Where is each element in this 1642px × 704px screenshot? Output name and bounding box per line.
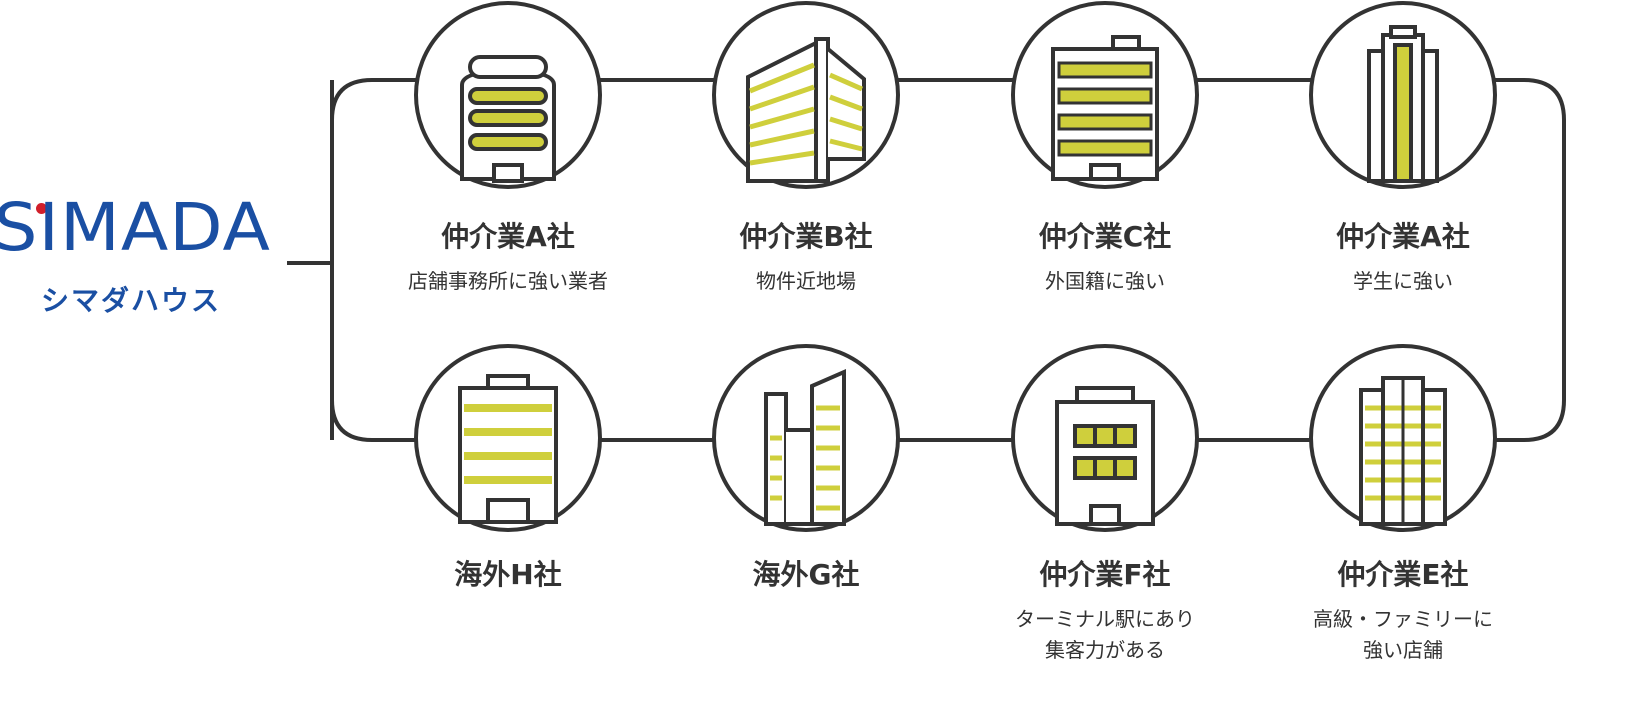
company-node-circle: [712, 1, 900, 189]
stepped-tower-building-icon: [1359, 376, 1447, 526]
company-node-circle: [414, 344, 602, 532]
company-name: 仲介業A社: [1336, 220, 1470, 253]
company-name: 仲介業E社: [1337, 558, 1469, 591]
company-description: ターミナル駅にあり 集客力がある: [1015, 606, 1195, 662]
connector-line: [330, 78, 1566, 442]
twin-tower-building-icon: [764, 368, 846, 526]
company-label: 仲介業F社 ターミナル駅にあり 集客力がある: [955, 558, 1255, 666]
logo-dot: [36, 203, 47, 214]
company-label: 仲介業C社 外国籍に強い: [955, 220, 1255, 297]
company-description: 店舗事務所に強い業者: [408, 268, 608, 293]
company-description: 学生に強い: [1353, 268, 1453, 293]
company-description: 物件近地場: [756, 268, 856, 293]
slim-tower-building-icon: [1367, 25, 1439, 183]
company-label: 仲介業A社 店舗事務所に強い業者: [358, 220, 658, 297]
company-label: 仲介業B社 物件近地場: [656, 220, 956, 297]
company-label: 仲介業E社 高級・ファミリーに 強い店舗: [1253, 558, 1553, 666]
company-label: 海外H社: [358, 558, 658, 604]
company-node-circle: [1011, 344, 1199, 532]
company-name: 仲介業A社: [441, 220, 575, 253]
company-node-circle: [1309, 1, 1497, 189]
curved-office-building-icon: [460, 55, 556, 183]
company-node-circle: [414, 1, 602, 189]
company-node-circle: [1309, 344, 1497, 532]
company-description: 外国籍に強い: [1045, 268, 1165, 293]
block-window-building-icon: [1055, 386, 1155, 526]
logo-mark: SIMADA: [0, 189, 271, 266]
company-name: 仲介業B社: [739, 220, 873, 253]
company-label: 仲介業A社 学生に強い: [1253, 220, 1553, 297]
company-label: 海外G社: [656, 558, 956, 604]
striped-building-icon: [458, 374, 558, 524]
angled-tower-building-icon: [746, 37, 866, 183]
company-node-circle: [1011, 1, 1199, 189]
company-node-circle: [712, 344, 900, 532]
company-description: 高級・ファミリーに 強い店舗: [1313, 606, 1493, 662]
grid-window-building-icon: [1051, 35, 1159, 181]
company-name: 仲介業C社: [1038, 220, 1172, 253]
company-name: 仲介業F社: [1039, 558, 1171, 591]
company-name: 海外H社: [454, 558, 562, 591]
company-name: 海外G社: [752, 558, 860, 591]
logo-subtitle: シマダハウス: [40, 284, 221, 317]
company-logo: SIMADA シマダハウス: [0, 195, 270, 319]
